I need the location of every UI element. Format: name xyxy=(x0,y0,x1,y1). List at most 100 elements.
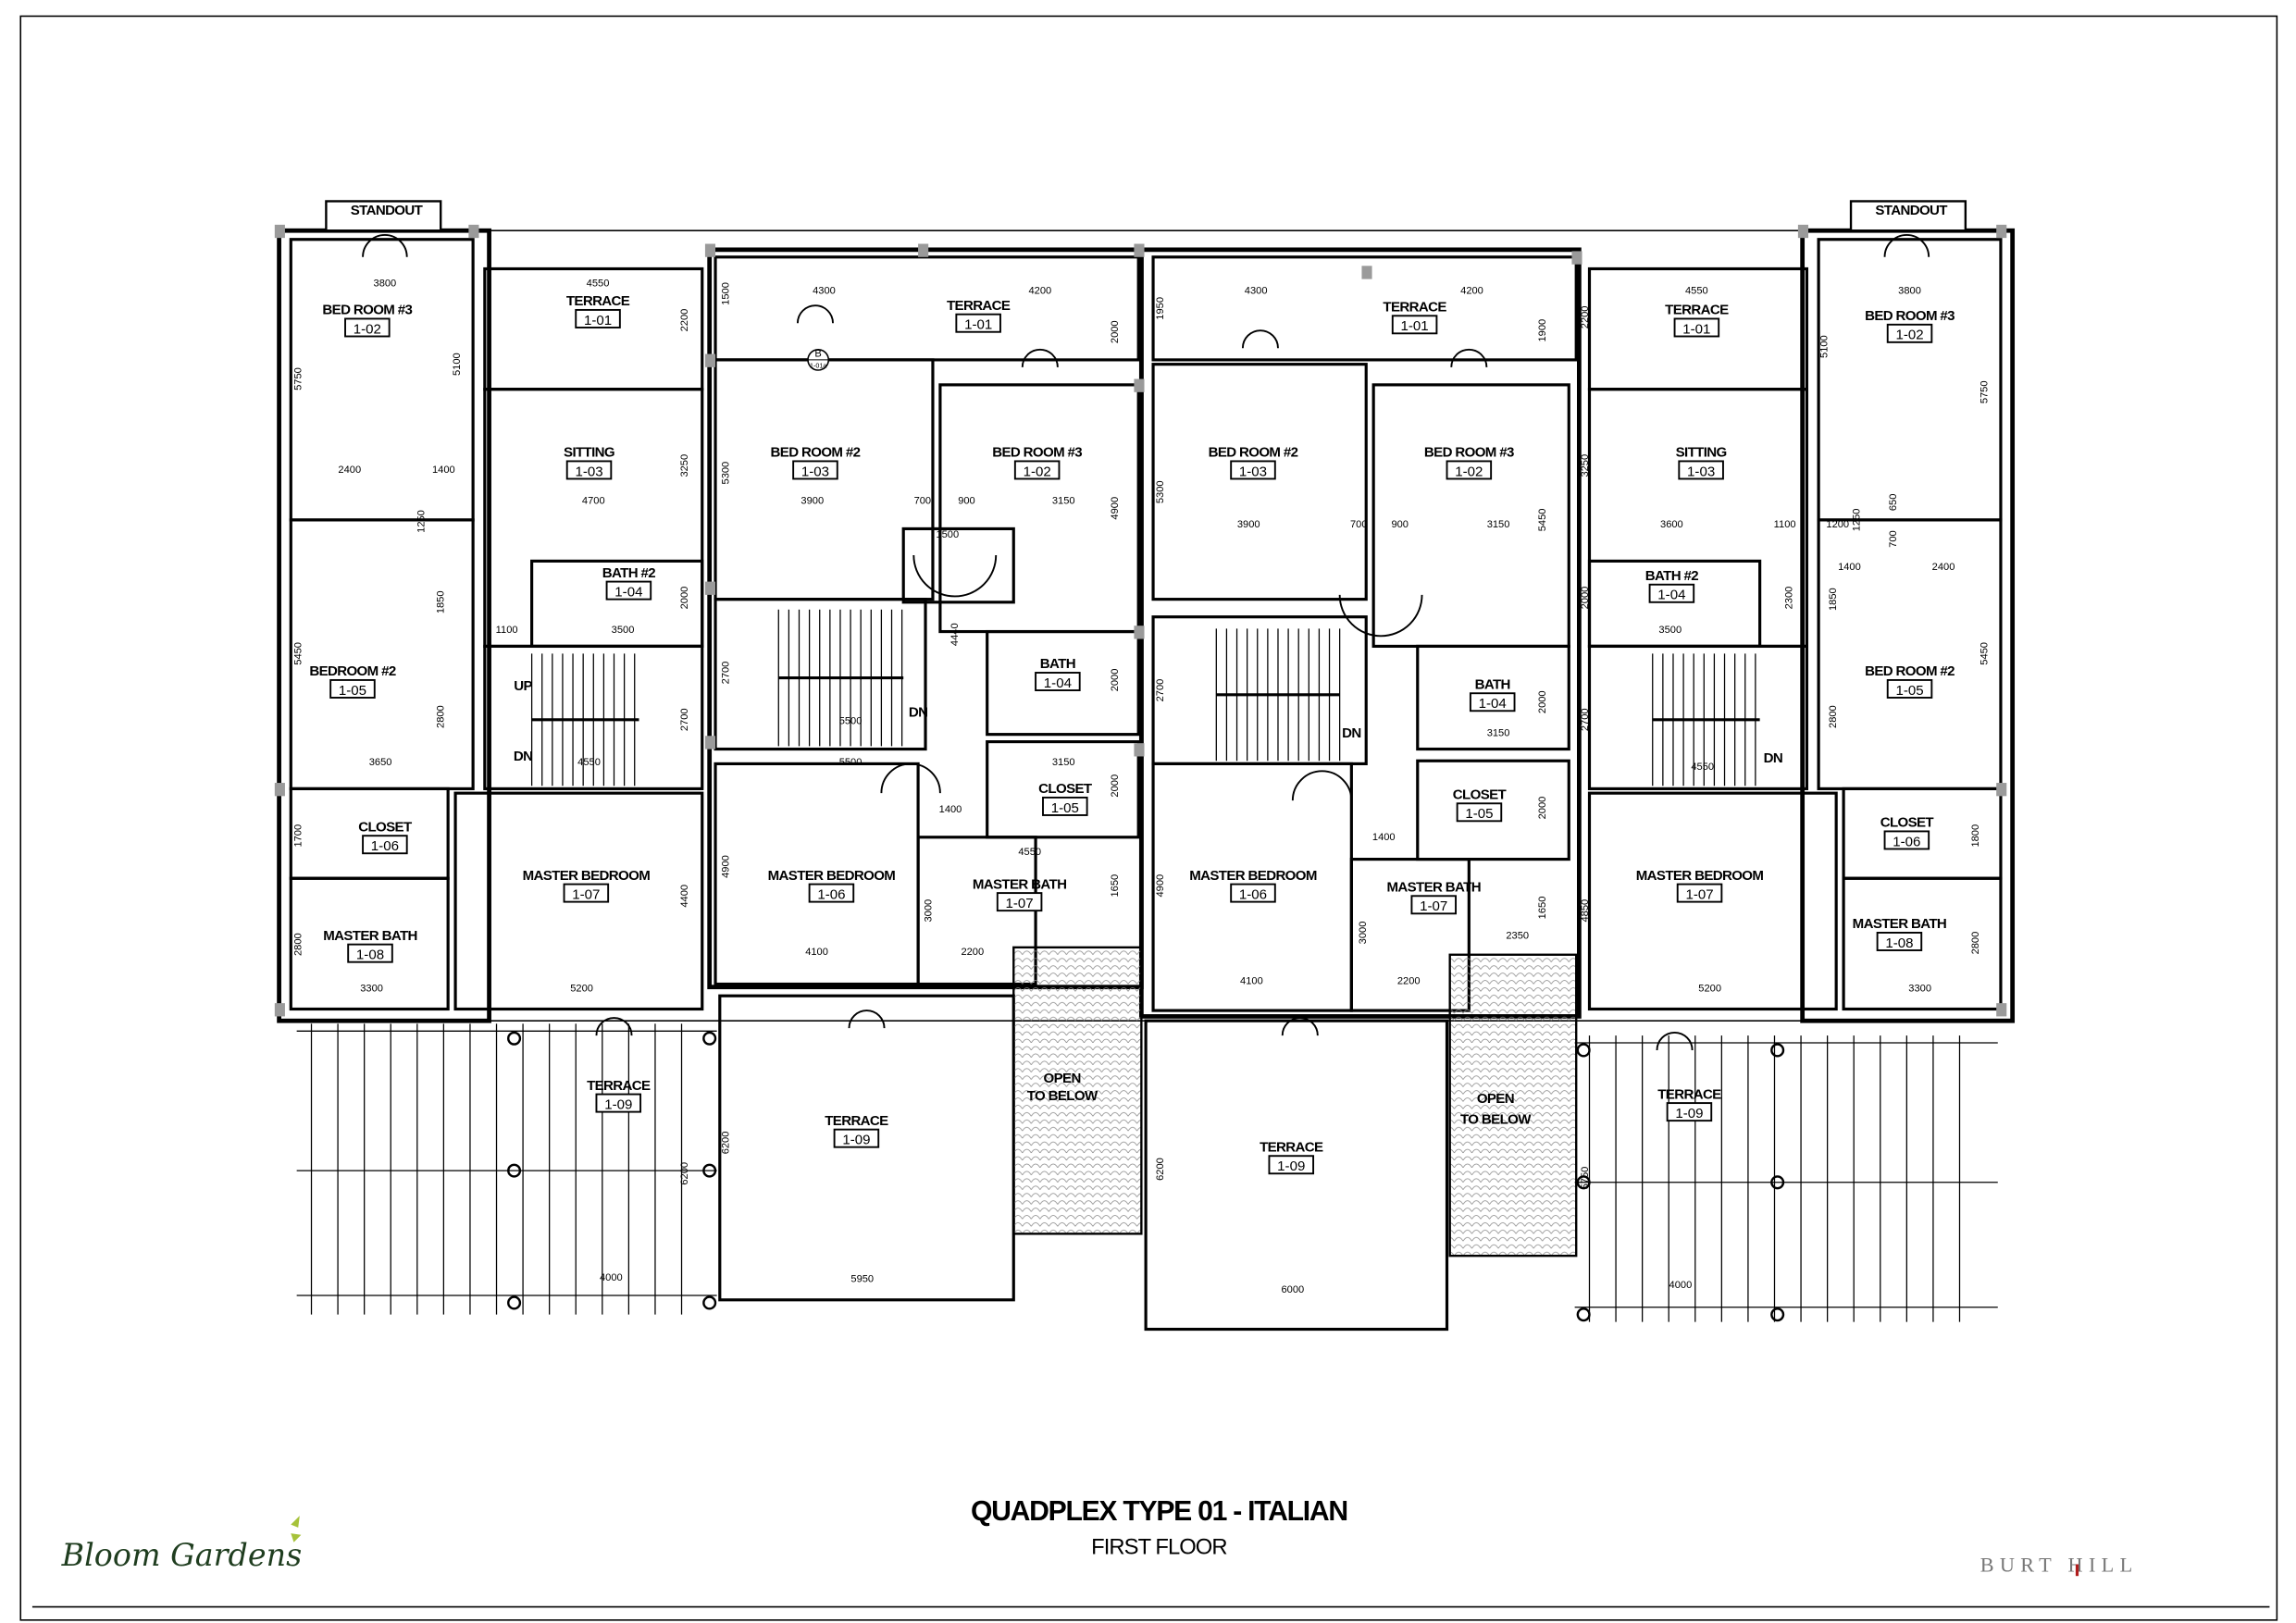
dimension-label: 700 xyxy=(1350,519,1368,530)
room-number-box xyxy=(563,883,610,903)
dimension-label: 3000 xyxy=(1358,922,1369,945)
room-wall xyxy=(1416,759,1570,861)
dimension-label: 4850 xyxy=(1580,899,1591,923)
room-name: SITTING xyxy=(564,445,614,461)
dimension-label: 1100 xyxy=(1774,519,1796,530)
room-name: MASTER BATH xyxy=(1386,880,1481,896)
drawing-title: QUADPLEX TYPE 01 - ITALIAN xyxy=(971,1496,1347,1527)
room-number: 1-05 xyxy=(339,683,366,699)
section-marker-letter: B xyxy=(814,349,821,360)
room-number-box xyxy=(1230,883,1276,903)
dimension-label: 5200 xyxy=(1698,983,1721,994)
dimension-label: 2700 xyxy=(679,708,690,731)
dimension-label: 1650 xyxy=(1537,897,1548,920)
dimension-label: 2200 xyxy=(1580,306,1591,329)
dimension-label: 4300 xyxy=(1245,285,1268,296)
room-wall xyxy=(1416,644,1570,751)
door-swing xyxy=(595,1017,633,1036)
dimension-label: 3900 xyxy=(1237,519,1260,530)
dimension-label: 3150 xyxy=(1052,495,1075,506)
room-number: 1-03 xyxy=(1687,464,1715,479)
dimension-label: 2800 xyxy=(1970,932,1981,955)
room-label: SITTING 1-03 xyxy=(1676,445,1727,480)
room-name: BED ROOM #2 xyxy=(771,445,861,461)
room-name: BED ROOM #3 xyxy=(1424,445,1514,461)
dimension-label: 1400 xyxy=(939,804,962,815)
room-number: 1-06 xyxy=(1239,886,1267,902)
room-number: 1-01 xyxy=(1401,318,1429,334)
column xyxy=(704,243,716,257)
dimension-label: 3150 xyxy=(1487,727,1510,738)
room-name: BEDROOM #2 xyxy=(309,663,396,679)
dimension-label: 650 xyxy=(1888,494,1899,512)
walls xyxy=(274,200,2016,1332)
sheet-border xyxy=(19,15,2278,1621)
outer-wall xyxy=(277,228,491,1023)
bloom-gardens-logo: Bloom Gardens xyxy=(61,1516,302,1573)
dimension-label: 2200 xyxy=(1397,976,1421,987)
column xyxy=(1134,243,1145,257)
column xyxy=(274,783,285,797)
dimension-label: 1100 xyxy=(496,625,518,636)
room-label: BED ROOM #31-02 xyxy=(1865,308,1955,343)
room-name: TERRACE xyxy=(825,1113,888,1129)
door-swing xyxy=(848,1010,886,1029)
plan-note: OPEN xyxy=(1044,1071,1081,1086)
dimension-label: 4000 xyxy=(1669,1280,1693,1291)
room-name: TERRACE xyxy=(1260,1139,1323,1155)
dimension-label: 5100 xyxy=(1819,335,1831,358)
room-number: 1-05 xyxy=(1051,800,1079,816)
open-to-below-roof xyxy=(1448,953,1578,1258)
dimension-label: 2800 xyxy=(435,705,446,728)
dimension-label: 2400 xyxy=(1932,562,1955,573)
room-name: TERRACE xyxy=(1665,303,1729,318)
room-name: MASTER BEDROOM xyxy=(1189,868,1317,884)
pergola-post xyxy=(702,1031,717,1046)
room-label: BED ROOM #31-02 xyxy=(992,445,1083,480)
room-name: CLOSET xyxy=(358,819,413,835)
room-name: TERRACE xyxy=(587,1078,651,1094)
room-name: TERRACE xyxy=(947,298,1011,314)
dimension-label: 1250 xyxy=(416,510,428,533)
room-label: MASTER BEDROOM 1-06 xyxy=(1189,868,1317,903)
dimension-label: 2000 xyxy=(1580,587,1591,610)
room-wall xyxy=(1587,644,1809,790)
room-number-box xyxy=(344,317,391,338)
room-name: SITTING xyxy=(1676,445,1727,461)
room-number: 1-03 xyxy=(575,464,602,479)
room-number: 1-01 xyxy=(964,317,992,333)
room-number: 1-05 xyxy=(1465,806,1493,822)
dimension-label: 5450 xyxy=(1980,642,1991,665)
room-wall xyxy=(483,644,704,790)
room-label: BATH #21-04 xyxy=(602,565,656,601)
dimension-label: 3500 xyxy=(1658,625,1682,636)
dimension-label: 2000 xyxy=(1537,797,1548,820)
dimension-label: 3250 xyxy=(1580,454,1591,477)
room-name: MASTER BEDROOM xyxy=(523,868,651,884)
dimension-label: 3250 xyxy=(679,454,690,477)
room-wall xyxy=(986,629,1140,737)
room-number: 1-06 xyxy=(817,886,845,902)
door-swing xyxy=(912,555,998,598)
room-number-box xyxy=(1673,317,1720,338)
standout-bay xyxy=(325,200,442,232)
column xyxy=(274,224,285,239)
dimension-label: 3000 xyxy=(923,899,934,923)
door-swing xyxy=(880,762,941,794)
dimension-label: 5200 xyxy=(570,983,593,994)
dimension-label: 2350 xyxy=(1506,930,1529,941)
room-name: BED ROOM #3 xyxy=(322,303,412,318)
dimension-label: 5950 xyxy=(850,1274,874,1285)
dimension-label: 4200 xyxy=(1460,285,1483,296)
